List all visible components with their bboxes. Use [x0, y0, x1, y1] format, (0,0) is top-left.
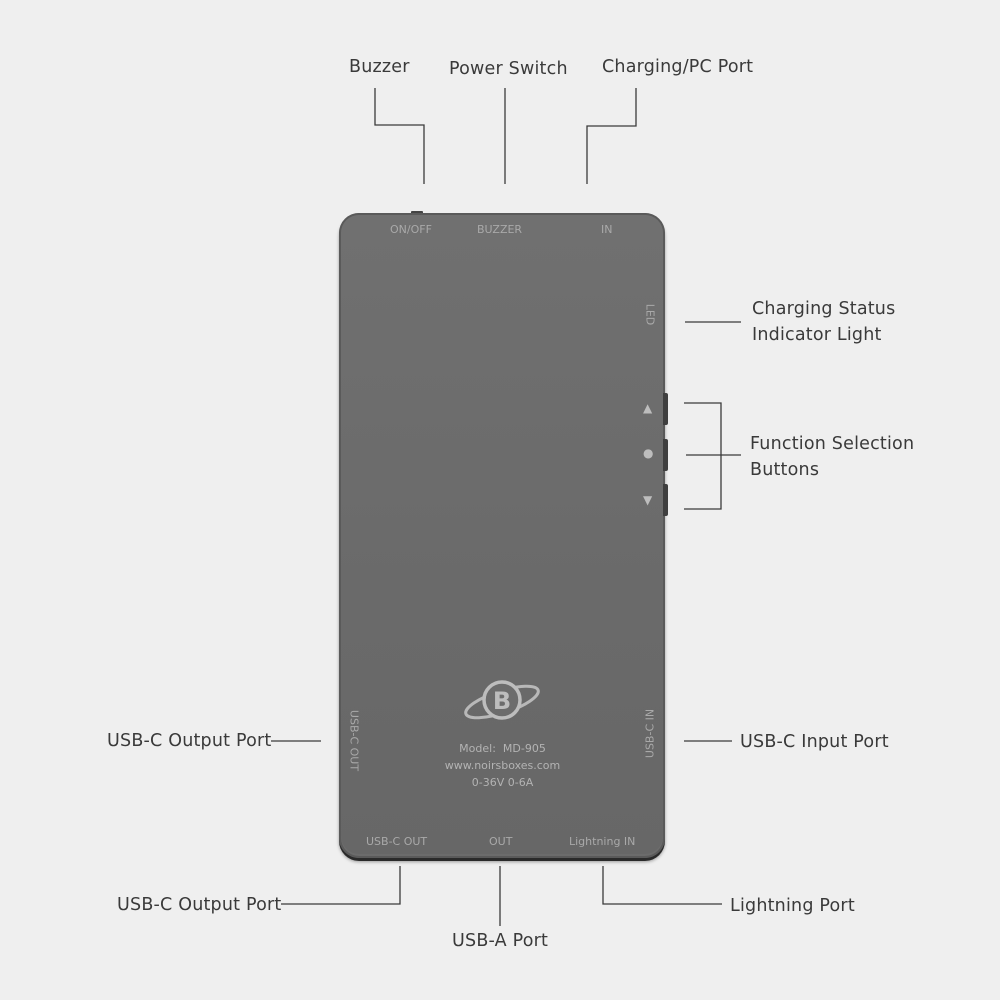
callout-buzzer-label: Buzzer [349, 57, 410, 77]
logo-letter: B [493, 687, 511, 715]
down-button[interactable] [663, 484, 668, 516]
down-arrow-icon: ▼ [643, 493, 653, 507]
callout-usba-port-label: USB-A Port [452, 931, 549, 951]
device-face [341, 215, 663, 854]
callout-charging-status-line2: Indicator Light [752, 325, 882, 345]
device-info: Model: MD-905 www.noirsboxes.com 0-36V 0… [420, 740, 585, 791]
device-label-buzzer: BUZZER [477, 223, 523, 236]
leader-function-buttons [684, 402, 722, 510]
callout-charging-pc-port-label: Charging/PC Port [602, 57, 754, 77]
device-label-lightning-in: Lightning IN [569, 835, 636, 848]
callout-charging-pc-port: Charging/PC Port [602, 54, 753, 80]
callout-usbc-input: USB-C Input Port [740, 729, 889, 755]
callout-buzzer: Buzzer [349, 54, 410, 80]
device-label-on-off: ON/OFF [390, 223, 432, 236]
brand-logo: B [464, 680, 540, 720]
callout-function-selection: Function Selection Buttons [750, 431, 914, 483]
device-label-in: IN [601, 223, 613, 236]
up-button[interactable] [663, 393, 668, 425]
device-website: www.noirsboxes.com [444, 759, 561, 772]
callout-usbc-output-bottom: USB-C Output Port [117, 892, 281, 918]
leader-lightning [602, 866, 722, 905]
callout-usbc-output-bottom-label: USB-C Output Port [117, 895, 282, 915]
callout-function-selection-line2: Buttons [750, 460, 820, 480]
callout-usbc-input-label: USB-C Input Port [740, 732, 889, 752]
leader-usbc-output-bottom [281, 866, 401, 905]
device-model: Model: MD-905 [459, 742, 546, 755]
callout-function-selection-line1: Function Selection [750, 434, 915, 454]
callout-lightning-port: Lightning Port [730, 893, 855, 919]
callout-usbc-output-left: USB-C Output Port [107, 728, 271, 754]
up-arrow-icon: ▲ [643, 401, 653, 415]
callout-charging-status-line1: Charging Status [752, 299, 896, 319]
device-label-out: OUT [489, 835, 513, 848]
device-label-usbc-out-bottom: USB-C OUT [366, 835, 428, 848]
callout-usba-port: USB-A Port [452, 928, 548, 954]
device-label-usbc-in-side: USB-C IN [643, 708, 657, 759]
callout-power-switch: Power Switch [449, 56, 568, 82]
power-switch-nub [411, 211, 423, 214]
callout-power-switch-label: Power Switch [449, 59, 568, 79]
leader-buzzer [374, 88, 425, 184]
ok-button[interactable] [663, 439, 668, 471]
callout-lightning-port-label: Lightning Port [730, 896, 855, 916]
device-label-led: LED [643, 303, 657, 326]
device-rating: 0-36V 0-6A [471, 776, 534, 789]
device-body [339, 213, 665, 858]
device-label-usbc-out-side: USB-C OUT [347, 709, 361, 772]
circle-icon: ● [643, 446, 654, 460]
leader-charging-pc [586, 88, 637, 184]
callout-usbc-output-left-label: USB-C Output Port [107, 731, 272, 751]
callout-charging-status: Charging Status Indicator Light [752, 296, 895, 348]
